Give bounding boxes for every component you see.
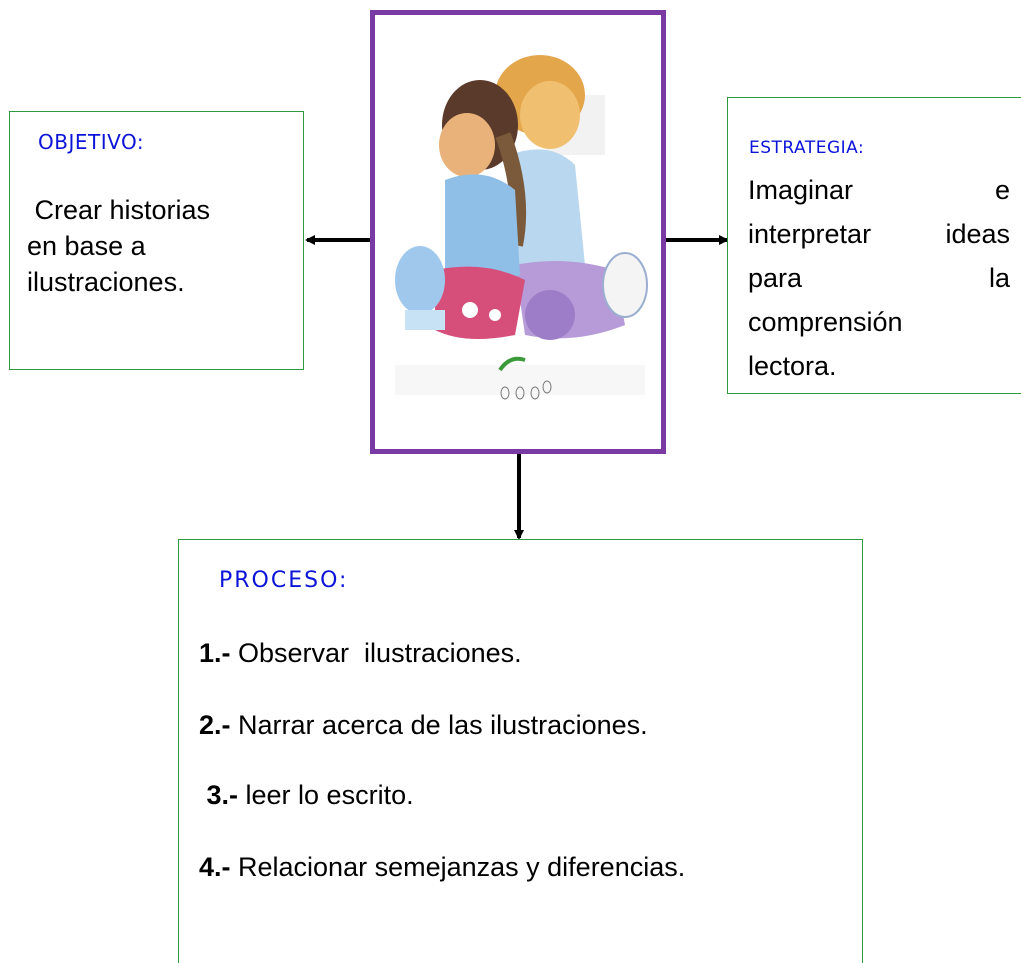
estrategia-line: lectora.	[748, 351, 837, 381]
estrategia-line: para la	[748, 263, 1010, 293]
step-number: 3.-	[199, 780, 239, 810]
proceso-step: 4.- Relacionar semejanzas y diferencias.	[199, 852, 685, 883]
objetivo-line: Crear historias	[27, 195, 211, 225]
estrategia-text: Imaginar e interpretar ideas para la com…	[748, 168, 1010, 388]
estrategia-line: comprensión	[748, 307, 903, 337]
two-children-sitting-back-to-back-illustration	[395, 55, 648, 400]
step-text: Observar ilustraciones.	[230, 638, 522, 668]
proceso-step: 2.- Narrar acerca de las ilustraciones.	[199, 710, 648, 741]
step-text: Relacionar semejanzas y diferencias.	[230, 852, 686, 882]
objetivo-text: Crear historias en base a ilustraciones.	[27, 192, 277, 300]
estrategia-box: ESTRATEGIA: Imaginar e interpretar ideas…	[727, 97, 1021, 394]
step-number: 4.-	[199, 852, 231, 882]
estrategia-line: interpretar ideas	[748, 219, 1010, 249]
proceso-heading: PROCESO:	[219, 568, 349, 593]
step-text: Narrar acerca de las ilustraciones.	[230, 710, 648, 740]
objetivo-line: en base a	[27, 231, 146, 261]
step-number: 2.-	[199, 710, 231, 740]
proceso-step: 1.- Observar ilustraciones.	[199, 638, 522, 669]
proceso-step: 3.- leer lo escrito.	[199, 780, 414, 811]
step-text: leer lo escrito.	[238, 780, 414, 810]
estrategia-heading: ESTRATEGIA:	[749, 138, 865, 158]
illustration-frame	[370, 10, 666, 454]
objetivo-box: OBJETIVO: Crear historias en base a ilus…	[9, 111, 304, 370]
objetivo-heading: OBJETIVO:	[38, 130, 145, 154]
proceso-box: PROCESO: 1.- Observar ilustraciones. 2.-…	[178, 539, 863, 963]
step-number: 1.-	[199, 638, 231, 668]
estrategia-line: Imaginar e	[748, 175, 1010, 205]
objetivo-line: ilustraciones.	[27, 267, 185, 297]
